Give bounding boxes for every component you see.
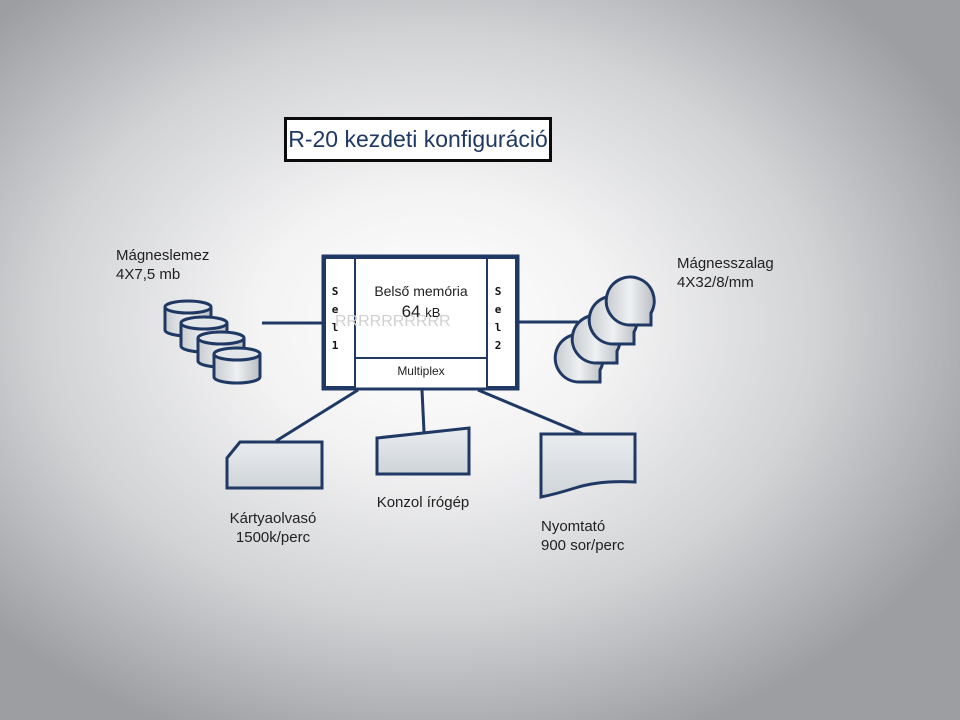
tape-label-capacity: 4X32/8/mm [677, 274, 754, 291]
sel2-column [486, 257, 517, 388]
memory-size-unit: kB [425, 305, 441, 320]
sel2-char: S [494, 285, 502, 298]
card-reader-label-name: Kártyaolvasó [229, 510, 317, 527]
disk-label-capacity: 4X7,5 mb [116, 266, 181, 283]
memory-label: Belső memória [374, 283, 468, 299]
disk-label: Mágneslemez 4X7,5 mb [116, 246, 209, 284]
multiplex-label: Multiplex [397, 364, 445, 378]
ghost-text: RRRRRRRRRR [335, 313, 451, 330]
card-reader-label-speed: 1500k/perc [235, 529, 311, 546]
sel1-char: l [331, 321, 339, 334]
disk-cylinder-4 [212, 346, 262, 385]
printer-label: Nyomtató 900 sor/perc [541, 517, 624, 555]
sel1-char: S [331, 285, 339, 298]
printer-label-speed: 900 sor/perc [541, 537, 625, 554]
magnetic-disk-icon [163, 299, 262, 385]
memory-size: 64 kB [360, 302, 482, 322]
magnetic-tape-icon [553, 275, 656, 384]
cpu-block [321, 254, 520, 391]
disk-label-name: Mágneslemez [116, 247, 210, 264]
sel1-char: e [331, 303, 339, 316]
printer-icon [539, 432, 637, 499]
card-reader-icon [225, 440, 324, 490]
sel2-char: e [494, 303, 502, 316]
printer-connector [477, 388, 584, 436]
card-reader-label: Kártyaolvasó 1500k/perc [210, 509, 336, 547]
console-typewriter-icon [375, 426, 471, 476]
tape-reel-4 [604, 275, 656, 327]
console-connector [420, 389, 426, 433]
tape-label-name: Mágnesszalag [677, 255, 774, 272]
sel2-label: S e l 2 [492, 283, 504, 355]
printer-label-name: Nyomtató [541, 518, 606, 535]
memory-box [354, 257, 488, 359]
sel1-label: S e l 1 [329, 283, 341, 355]
card-reader-connector [275, 388, 359, 443]
console-label-name: Konzol írógép [376, 494, 470, 511]
title-box: R-20 kezdeti konfiguráció [284, 117, 552, 162]
diagram-title: R-20 kezdeti konfiguráció [287, 120, 549, 159]
sel2-char: 2 [494, 339, 502, 352]
sel1-char: 1 [331, 339, 339, 352]
memory-size-value: 64 [401, 302, 421, 321]
console-label: Konzol írógép [365, 493, 481, 512]
tape-label: Mágnesszalag 4X32/8/mm [677, 254, 774, 292]
connector-lines [262, 320, 584, 443]
sel2-char: l [494, 321, 502, 334]
